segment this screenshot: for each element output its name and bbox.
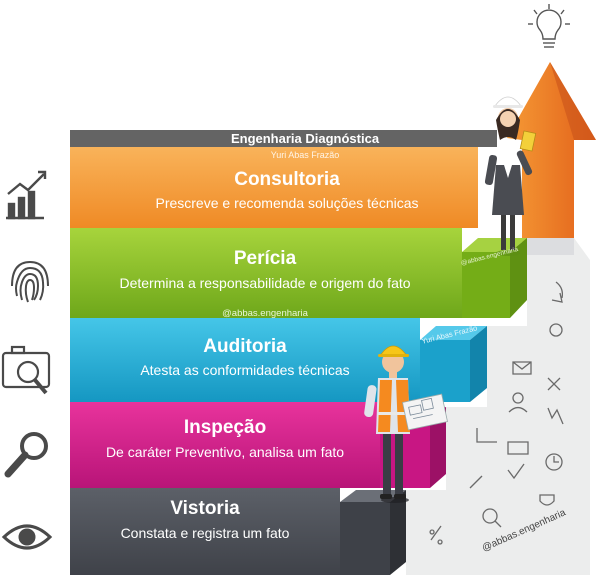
header-title: Engenharia Diagnóstica [231,131,380,146]
magnifying-glass-icon [4,432,48,478]
level-band-pericia [70,228,527,318]
level-description: Determina a responsabilidade e origem do… [119,275,410,291]
watermark-mid-band: @abbas.engenharia [222,308,308,319]
header-band [70,130,497,147]
graph-doodle-icon [476,428,497,443]
level-description: Atesta as conformidades técnicas [140,362,349,378]
female-engineer-figure [484,96,537,256]
eye-icon [1,524,53,550]
bulb-doodle-icon [549,323,563,337]
screen-doodle-icon [507,441,529,455]
pen-doodle-icon [547,377,561,391]
clock-doodle-icon [545,453,563,471]
pencil-doodle-icon [469,475,483,489]
fingerprint-icon [11,260,49,303]
mail-doodle-icon [512,361,532,375]
male-engineer-figure [364,345,448,503]
level-band-consultoria [70,147,478,228]
growth-chart-icon [6,170,47,220]
percent-doodle-icon [429,525,443,545]
trophy-doodle-icon [539,494,555,506]
check-doodle-icon [507,463,525,480]
chart-doodle-icon [547,407,564,425]
level-title: Perícia [234,248,297,269]
lightbulb-icon [528,4,570,48]
level-description: De caráter Preventivo, analisa um fato [106,444,344,460]
arrow-doodle-icon [551,281,564,303]
level-description: Constata e registra um fato [121,525,290,541]
camera-magnifier-icon [1,345,51,395]
level-band-vistoria [70,488,406,575]
level-title: Inspeção [184,417,266,438]
level-description: Prescreve e recomenda soluções técnicas [155,195,418,211]
level-band-auditoria [70,318,487,402]
doodle-icons [429,281,564,545]
upward-arrow [507,62,596,260]
search-doodle-icon [482,508,498,524]
staircase-side [406,238,590,575]
person-doodle-icon [512,392,524,404]
header-author: Yuri Abas Frazão [271,150,340,160]
level-title: Consultoria [234,169,340,190]
level-title: Auditoria [203,336,287,357]
level-title: Vistoria [170,498,240,519]
